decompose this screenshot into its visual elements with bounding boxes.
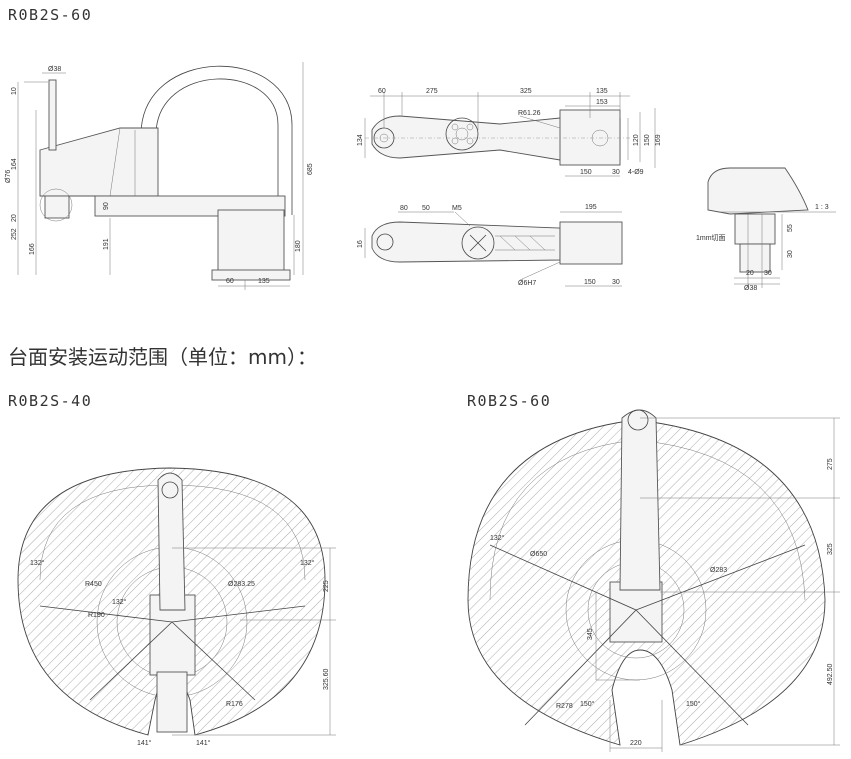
detail-scale: 1 : 3 xyxy=(815,204,829,211)
top-dim-169: 169 xyxy=(655,134,662,146)
top-dim-150v: 150 xyxy=(644,134,651,146)
front-dim-195: 195 xyxy=(585,204,597,211)
side-dim-164: 164 xyxy=(11,158,18,170)
top-dim-134: 134 xyxy=(357,134,364,146)
detail-dim-55: 55 xyxy=(787,224,794,232)
top-dim-4-d9: 4-Ø9 xyxy=(628,169,644,176)
r40-dim-225: 225 xyxy=(323,580,330,592)
side-dim-191: 191 xyxy=(103,238,110,250)
front-dim-d6h7: Ø6H7 xyxy=(518,280,536,287)
front-dim-80: 80 xyxy=(400,205,408,212)
r40-dim-r176: R176 xyxy=(226,701,243,708)
r60-dim-150-right: 150° xyxy=(686,700,701,708)
front-dim-50: 50 xyxy=(422,205,430,212)
detail-view-drawing xyxy=(707,167,836,288)
side-dim-252: 252 xyxy=(11,228,18,240)
r60-dim-d650: Ø650 xyxy=(530,551,547,558)
r40-dim-132-right: 132° xyxy=(300,559,315,567)
top-dim-30: 30 xyxy=(612,169,620,176)
right-model-heading: R0B2S-60 xyxy=(467,392,552,410)
top-dim-150h: 150 xyxy=(580,169,592,176)
top-model-heading: R0B2S-60 xyxy=(8,6,93,24)
r60-dim-132: 132° xyxy=(490,534,505,542)
r40-dim-283: Ø283.25 xyxy=(228,581,255,588)
detail-dim-d38: Ø38 xyxy=(744,285,757,292)
r60-dim-345: 345 xyxy=(587,628,594,640)
range-40-drawing xyxy=(17,467,336,736)
detail-dim-30a: 30 xyxy=(787,250,794,258)
side-dim-10: 10 xyxy=(11,87,18,95)
side-dim-166: 166 xyxy=(29,243,36,255)
side-dim-20: 20 xyxy=(11,214,18,222)
front-dim-30: 30 xyxy=(612,279,620,286)
r40-dim-132-inner: 132° xyxy=(112,598,127,606)
side-dim-76: Ø76 xyxy=(5,170,12,183)
top-dim-153: 153 xyxy=(596,99,608,106)
r40-dim-325: 325.60 xyxy=(323,668,330,690)
front-dim-150: 150 xyxy=(584,279,596,286)
left-model-heading: R0B2S-40 xyxy=(8,392,93,410)
side-dim-135: 135 xyxy=(258,278,270,285)
top-dim-60: 60 xyxy=(378,88,386,95)
r40-dim-132-left: 132° xyxy=(30,559,45,567)
top-view-drawing xyxy=(364,92,656,177)
r60-dim-275: 275 xyxy=(827,458,834,470)
r40-dim-r190: R190 xyxy=(88,612,105,619)
side-dim-90: 90 xyxy=(103,202,110,210)
detail-section-label: 1mm切面 xyxy=(696,234,726,242)
top-dim-r61: R61.26 xyxy=(518,110,541,117)
top-dim-120: 120 xyxy=(633,134,640,146)
r60-dim-492: 492.50 xyxy=(827,663,834,685)
side-view-drawing xyxy=(17,62,304,290)
side-dim-shaft-dia: Ø38 xyxy=(48,66,61,73)
top-dim-135: 135 xyxy=(596,88,608,95)
detail-dim-20: 20 xyxy=(746,270,754,277)
r40-dim-141-right: 141° xyxy=(196,739,211,747)
side-dim-180: 180 xyxy=(295,240,302,252)
detail-dim-30b: 30 xyxy=(764,270,772,277)
r60-dim-325: 325 xyxy=(827,543,834,555)
range-section-title: 台面安装运动范围（单位：mm）： xyxy=(8,345,317,369)
r60-dim-220: 220 xyxy=(630,740,642,747)
top-dim-325: 325 xyxy=(520,88,532,95)
r40-dim-r450: R450 xyxy=(85,581,102,588)
side-dim-685: 685 xyxy=(307,163,314,175)
range-60-drawing xyxy=(467,409,840,752)
side-dim-60: 60 xyxy=(226,278,234,285)
r60-dim-d283: Ø283 xyxy=(710,567,727,574)
r60-dim-150-left: 150° xyxy=(580,700,595,708)
front-dim-m5: M5 xyxy=(452,205,462,212)
front-dim-16: 16 xyxy=(357,240,364,248)
front-view-drawing xyxy=(364,211,623,287)
top-dim-275: 275 xyxy=(426,88,438,95)
r60-dim-r278: R278 xyxy=(556,703,573,710)
r40-dim-141-left: 141° xyxy=(137,739,152,747)
